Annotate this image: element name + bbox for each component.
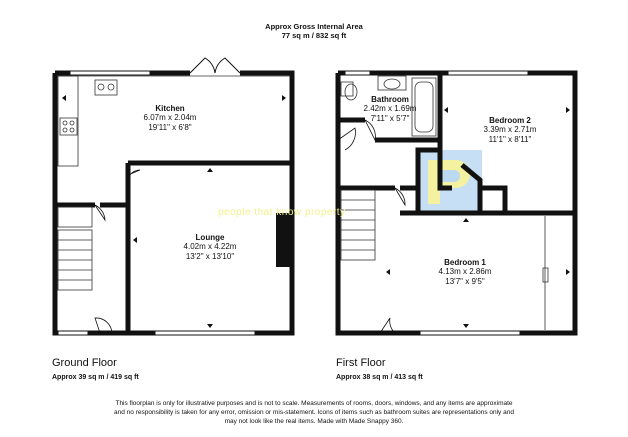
room-imperial: 7'11" x 5'7" [370,114,410,123]
room-metric: 3.39m x 2.71m [483,125,537,134]
disclaimer-line: and no responsibility is taken for any e… [114,409,514,416]
room-name: Bedroom 1 [444,258,486,267]
first-floor-name: First Floor [336,357,386,369]
kitchen-french-doors [189,57,241,74]
first-windows [344,70,529,336]
room-imperial: 11'1" x 8'11" [488,135,532,144]
room-metric: 4.02m x 4.22m [183,242,237,251]
gross-area: 77 sq m / 832 sq ft [281,31,347,40]
room-lounge: Lounge 4.02m x 4.22m 13'2" x 13'10" [160,233,260,262]
watermark-logo [418,150,482,212]
first-doors [337,119,406,334]
room-name: Bedroom 2 [489,116,531,125]
room-metric: 2.42m x 1.69m [363,104,417,113]
watermark-tagline: people that know property [218,207,346,218]
room-name: Kitchen [155,104,185,113]
kitchen-units [57,75,290,167]
room-imperial: 13'2" x 13'10" [185,252,235,261]
plan-title: Approx Gross Internal Area [265,22,363,31]
first-stairs [340,189,549,330]
disclaimer-line: This floorplan is only for illustrative … [115,400,513,407]
room-kitchen: Kitchen 6.07m x 2.04m 19'11" x 6'8" [120,104,220,133]
room-metric: 4.13m x 2.86m [438,267,492,276]
ground-floor-name: Ground Floor [52,357,117,369]
room-bedroom-1: Bedroom 1 4.13m x 2.86m 13'7" x 9'5" [420,258,510,287]
room-bedroom-2: Bedroom 2 3.39m x 2.71m 11'1" x 8'11" [465,116,555,145]
ground-doors [94,169,141,334]
room-bathroom: Bathroom 2.42m x 1.69m 7'11" x 5'7" [355,95,425,124]
room-name: Bathroom [371,95,409,104]
bathroom-suite [340,75,437,137]
disclaimer: This floorplan is only for illustrative … [60,399,568,426]
first-floor-area: Approx 38 sq m / 413 sq ft [336,374,423,381]
room-imperial: 13'7" x 9'5" [445,277,485,286]
ground-floor-area: Approx 39 sq m / 419 sq ft [52,374,139,381]
ground-stairs [57,206,93,291]
room-metric: 6.07m x 2.04m [143,113,197,122]
chimney-breast [276,213,292,267]
ground-windows [57,70,256,336]
room-name: Lounge [195,233,225,242]
ground-markers [62,95,286,328]
disclaimer-line: may not look like the real items. Made w… [224,418,404,425]
room-imperial: 19'11" x 6'8" [148,123,192,132]
first-markers [386,107,570,328]
